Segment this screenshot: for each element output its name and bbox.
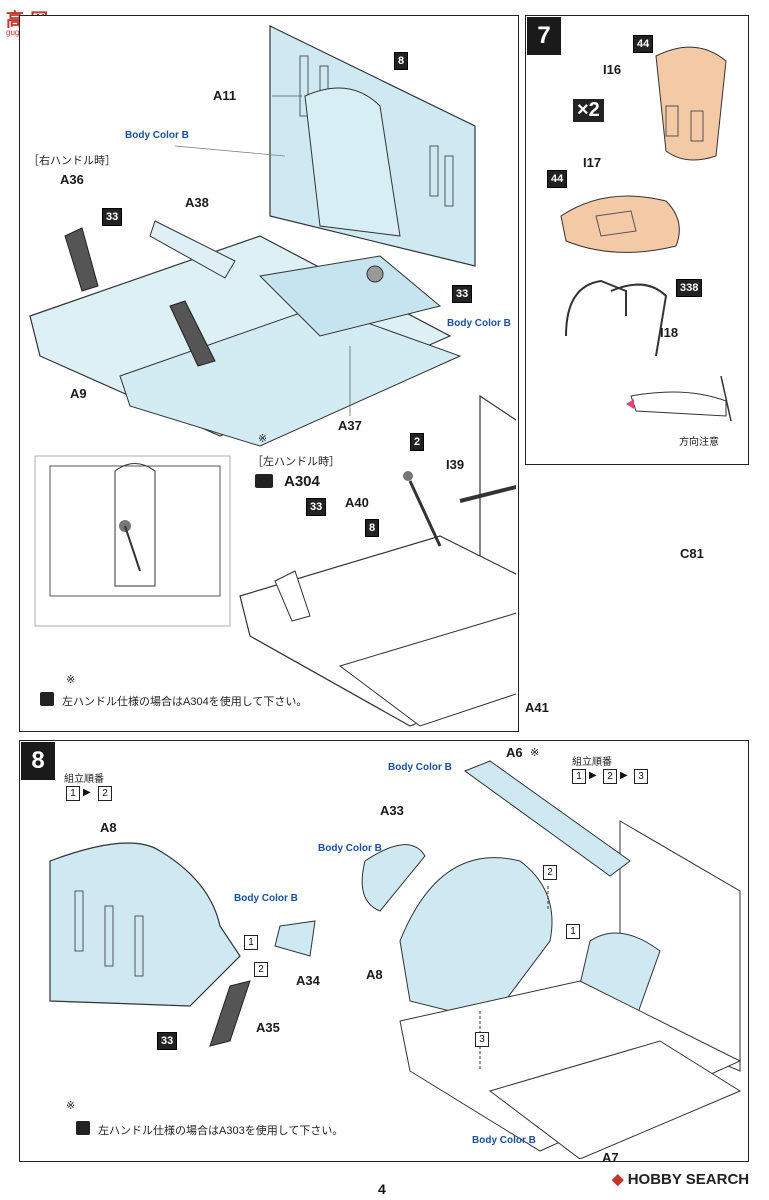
part-a9-label: A9	[70, 386, 87, 401]
order-arrow-icon-r1: ▶	[589, 770, 597, 781]
order-right-2: 2	[603, 769, 617, 784]
color-badge-8-top: 8	[394, 52, 409, 70]
part-a35-label: A35	[256, 1020, 280, 1035]
replace-icon	[255, 474, 273, 488]
part-a8-right-label: A8	[366, 967, 383, 982]
right-hand-drive-label: ［右ハンドル時］	[28, 155, 116, 167]
step8-number: 8	[21, 742, 55, 780]
step7-illustration	[560, 46, 732, 422]
order-right-3: 3	[634, 769, 648, 784]
color-badge-2: 2	[410, 433, 425, 451]
step-marker-2-left: 2	[254, 962, 268, 977]
body-color-label-4: Body Color B	[388, 762, 452, 773]
part-a304-label: A304	[284, 473, 320, 490]
step7-number: 7	[527, 17, 561, 55]
part-i17-label: I17	[583, 155, 602, 170]
order-left-2: 2	[98, 786, 112, 801]
direction-note: 方向注意	[679, 437, 719, 448]
hobby-search-logo: ◆ HOBBY SEARCH	[612, 1170, 749, 1188]
part-a8-left-label: A8	[100, 820, 117, 835]
step-marker-3-right: 3	[475, 1032, 489, 1047]
part-a38-label: A38	[185, 195, 209, 210]
part-i39-label: I39	[446, 457, 465, 472]
step-marker-2-right: 2	[543, 865, 557, 880]
part-a41-label: A41	[525, 700, 549, 715]
order-arrow-icon-r2: ▶	[620, 770, 628, 781]
step8-order-label-right: 組立順番	[572, 757, 612, 768]
step6-illustration	[29, 25, 516, 727]
part-a36-label: A36	[60, 172, 84, 187]
part-i16-label: I16	[603, 62, 622, 77]
multiplier-label: ×2	[573, 99, 604, 122]
color-badge-33-right: 33	[452, 285, 473, 303]
part-a40-label: A40	[345, 495, 369, 510]
body-color-label-1: Body Color B	[125, 130, 189, 141]
step8-illustration	[49, 760, 742, 1159]
body-color-label-3: Body Color B	[234, 893, 298, 904]
step6-footnote: 左ハンドル仕様の場合はA304を使用して下さい。	[62, 696, 308, 708]
part-a7-label: A7	[602, 1150, 619, 1165]
body-color-label-2: Body Color B	[447, 318, 511, 329]
brand-mark-icon: ◆	[612, 1171, 628, 1188]
part-i18-label: I18	[660, 325, 679, 340]
order-right-1: 1	[572, 769, 586, 784]
order-arrow-icon: ▶	[83, 787, 91, 798]
body-color-label-5: Body Color B	[318, 843, 382, 854]
step8-note-mark: ※	[66, 1100, 76, 1112]
part-a6-label: A6	[506, 745, 523, 760]
left-hand-drive-label: ［左ハンドル時］	[252, 456, 340, 468]
part-a33-label: A33	[380, 803, 404, 818]
part-a11-label: A11	[213, 88, 237, 103]
body-color-label-6: Body Color B	[472, 1135, 536, 1146]
color-badge-33-lefthand: 33	[306, 498, 327, 516]
part-a37-label: A37	[338, 418, 362, 433]
part-c81-label: C81	[680, 546, 704, 561]
step8-footnote: 左ハンドル仕様の場合はA303を使用して下さい。	[98, 1125, 344, 1137]
step-marker-1-right: 1	[566, 924, 580, 939]
color-badge-33-step8: 33	[157, 1032, 178, 1050]
replace-icon-footnote	[40, 692, 54, 706]
note-mark-step6: ※	[258, 433, 268, 445]
footnote-mark-step6: ※	[66, 674, 76, 686]
step8-order-label-left: 組立順番	[64, 774, 104, 785]
brand-text: HOBBY SEARCH	[627, 1171, 750, 1188]
color-badge-33-left: 33	[102, 208, 123, 226]
color-badge-44-back: 44	[633, 35, 654, 53]
color-badge-338: 338	[676, 279, 703, 297]
color-badge-44-base: 44	[547, 170, 568, 188]
part-a34-label: A34	[296, 973, 320, 988]
order-left-1: 1	[66, 786, 80, 801]
color-badge-8-mid: 8	[365, 519, 380, 537]
replace-icon-step8	[76, 1121, 90, 1135]
page-number: 4	[378, 1181, 386, 1197]
step-marker-1-left: 1	[244, 935, 258, 950]
a6-note-mark: ※	[530, 747, 540, 759]
